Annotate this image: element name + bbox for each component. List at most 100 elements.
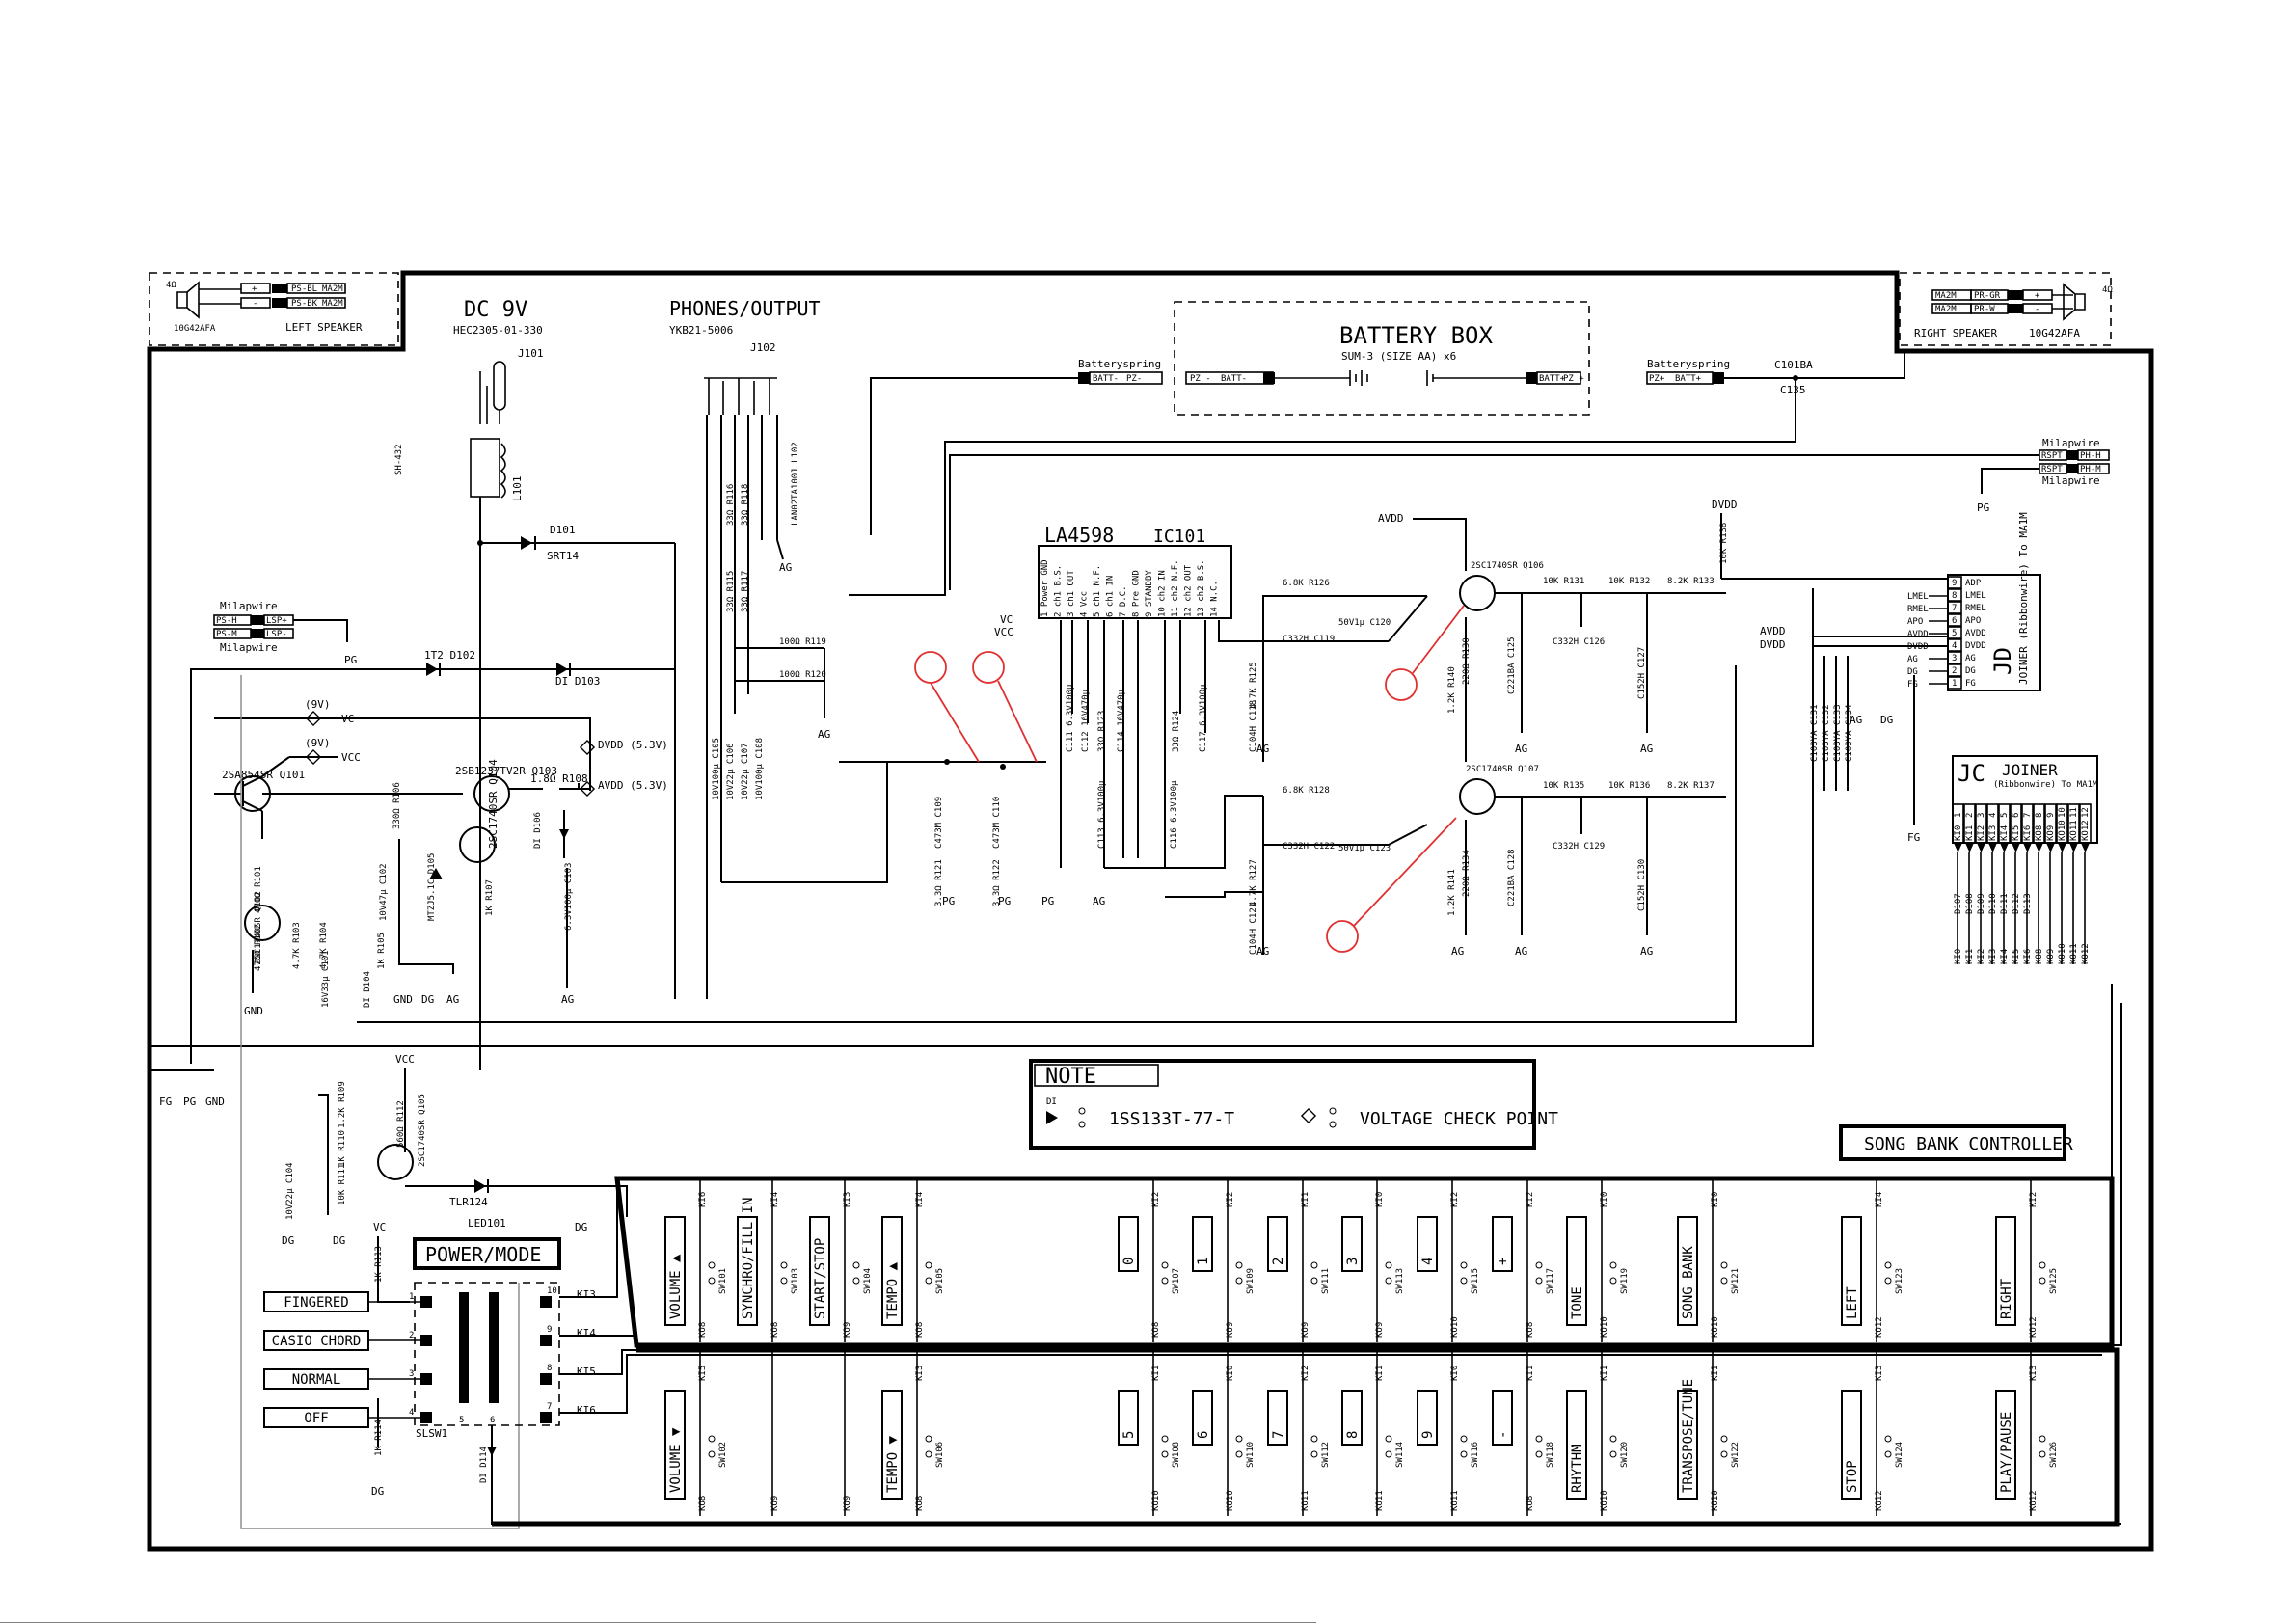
key-box[interactable]: [1492, 1390, 1513, 1446]
key-box[interactable]: [1192, 1216, 1213, 1272]
net-gnd-q102: GND: [244, 1005, 263, 1017]
key-box[interactable]: [881, 1216, 903, 1326]
bottom-row-key[interactable]: KO9: [770, 1352, 780, 1516]
key-label: VOLUME ▼: [668, 1427, 684, 1493]
battery-spring-pz-minus: PZ-: [1126, 374, 1142, 384]
jd-pin-num: 2: [1952, 666, 1957, 676]
key-box[interactable]: [881, 1390, 903, 1500]
jc-diode-label: D111: [2000, 893, 2010, 914]
key-box[interactable]: [1492, 1216, 1513, 1272]
key-sw: SW106: [935, 1442, 945, 1468]
key-box[interactable]: [1677, 1390, 1698, 1500]
key-ko: KO8: [915, 1322, 925, 1338]
key-box[interactable]: [1841, 1390, 1862, 1500]
key-label: 2: [1271, 1258, 1286, 1265]
q103-label: 2SB1237TV2R Q103: [455, 765, 557, 777]
key-ki: KI0: [1226, 1366, 1235, 1381]
key-box[interactable]: [1995, 1390, 2016, 1500]
key-ko: KO10: [1600, 1316, 1609, 1338]
key-box[interactable]: [1341, 1390, 1363, 1446]
jc-diode-label: D108: [1965, 893, 1975, 914]
key-box[interactable]: [1192, 1390, 1213, 1446]
c109-label: C473M C109: [934, 797, 944, 849]
key-box[interactable]: [1566, 1390, 1587, 1500]
right-speaker-part: 10G42AFA: [2029, 327, 2080, 339]
key-box[interactable]: [1417, 1390, 1438, 1446]
key-box[interactable]: [664, 1216, 686, 1326]
r141-label: 1.2K R141: [1447, 869, 1457, 916]
mode-option-label: CASIO CHORD: [272, 1334, 362, 1349]
left-speaker-pin-minus: -: [253, 299, 257, 309]
key-box[interactable]: [1118, 1390, 1139, 1446]
key-ko: KO8: [698, 1496, 708, 1511]
c118-label: C104H C118: [1249, 700, 1258, 752]
key-box[interactable]: [809, 1216, 830, 1326]
key-box[interactable]: [1267, 1216, 1288, 1272]
c125-label: C221BA C125: [1507, 636, 1517, 694]
bottom-row-key[interactable]: KO9: [843, 1352, 852, 1516]
battery-box: BATTERY BOX SUM-3 (SIZE AA) x6 PZ - BATT…: [849, 301, 1905, 596]
key-box[interactable]: [664, 1390, 686, 1500]
r118-label: 33Ω R118: [741, 484, 750, 526]
vc-9v-label: (9V): [305, 698, 331, 711]
net-vcc-led: VCC: [395, 1053, 415, 1066]
key-box[interactable]: [1677, 1216, 1698, 1326]
net-pg-ic: PG: [1041, 895, 1054, 907]
r127-label: 4.7K R127: [1249, 859, 1258, 906]
key-box[interactable]: [1995, 1216, 2016, 1326]
d102-label: 1T2 D102: [424, 649, 475, 662]
q104-label: 2SC1740SR Q104: [487, 759, 500, 849]
key-box[interactable]: [1566, 1216, 1587, 1326]
ic-pin-label: 4 Vcc: [1080, 591, 1090, 617]
jd-pin-sig: DG: [1965, 666, 1976, 676]
c119-label: C332H C119: [1283, 635, 1335, 644]
jd-pin-sig: FG: [1965, 679, 1976, 689]
key-sw: SW112: [1321, 1442, 1331, 1468]
jc-pin-num: 5: [2000, 813, 2010, 818]
ic-pin-label: 6 ch1 IN: [1106, 576, 1116, 617]
jd-title: JD: [1989, 647, 2016, 675]
key-box[interactable]: [1341, 1216, 1363, 1272]
r104-label: 4.7K R104: [319, 922, 329, 969]
key-ko: KO10: [1226, 1490, 1235, 1511]
net-ag-c128: AG: [1515, 945, 1527, 958]
key-box[interactable]: [1118, 1216, 1139, 1272]
key-box[interactable]: [1841, 1216, 1862, 1326]
jc-pin-num: 9: [2046, 813, 2056, 818]
r105-label: 1K R105: [377, 933, 387, 969]
key-box[interactable]: [1267, 1390, 1288, 1446]
jc-pin-name: KI4: [2000, 825, 2010, 841]
r140-label: 1.2K R140: [1447, 666, 1457, 714]
key-box[interactable]: [1417, 1216, 1438, 1272]
d114-label: DI D114: [479, 1447, 489, 1483]
jd-pin-box: [1947, 588, 1962, 602]
key-box[interactable]: [737, 1216, 758, 1326]
